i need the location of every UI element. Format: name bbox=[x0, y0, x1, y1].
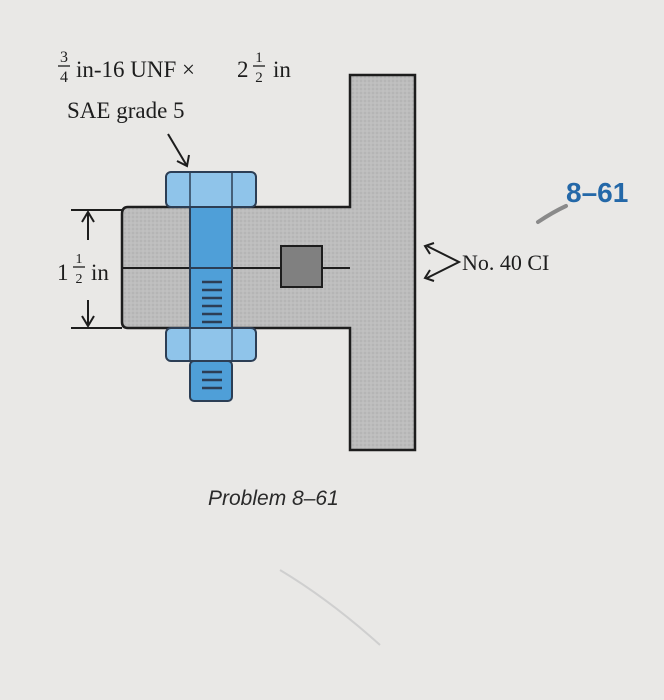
grip-fraction-denominator: 2 bbox=[76, 272, 83, 287]
grip-dimension bbox=[71, 209, 122, 329]
nut bbox=[165, 327, 257, 362]
grip-whole: 1 bbox=[57, 260, 69, 285]
problem-number: 8–61 bbox=[566, 177, 628, 208]
bolt-shank bbox=[189, 206, 233, 269]
thread-marks bbox=[202, 280, 222, 390]
figure-caption: Problem 8–61 bbox=[208, 487, 339, 510]
grip-fraction-numerator: 1 bbox=[76, 252, 83, 267]
faint-mark bbox=[279, 569, 381, 646]
leader-arrow bbox=[167, 133, 190, 168]
material-label: No. 40 CI bbox=[462, 250, 549, 275]
thread-fraction-numerator: 3 bbox=[60, 49, 68, 66]
length-fraction-numerator: 1 bbox=[255, 50, 263, 66]
joint-square bbox=[280, 245, 323, 288]
material-callout-arrows bbox=[423, 242, 462, 282]
bolt-head bbox=[165, 171, 257, 208]
bolt-grade-label: SAE grade 5 bbox=[67, 98, 185, 123]
length-unit: in bbox=[273, 57, 291, 82]
pencil-mark bbox=[536, 204, 568, 224]
thread-spec-text: in-16 UNF × bbox=[76, 57, 195, 82]
length-fraction-denominator: 2 bbox=[255, 70, 263, 86]
thread-fraction-denominator: 4 bbox=[60, 69, 68, 86]
grip-unit: in bbox=[91, 260, 109, 285]
length-whole: 2 bbox=[237, 57, 249, 82]
